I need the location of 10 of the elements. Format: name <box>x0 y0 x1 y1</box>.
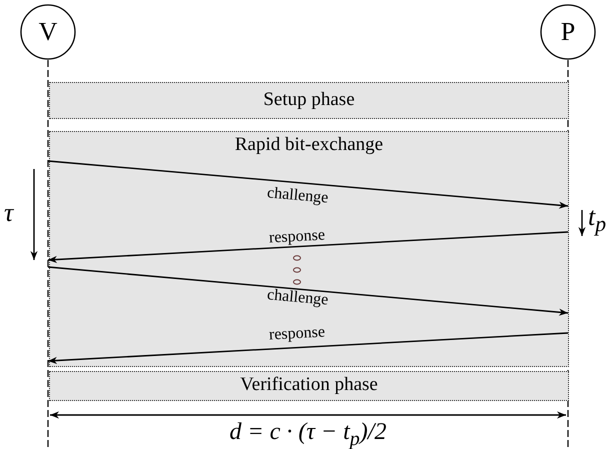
distance-formula: d = c · (τ − t$_{p}$)/2 <box>230 420 386 449</box>
message-arrow <box>48 266 568 316</box>
phase-band: Setup phase <box>49 82 569 119</box>
phase-band: Verification phase <box>49 371 569 401</box>
time-label: t$_{p}$ <box>588 204 606 236</box>
message-arrow <box>48 231 568 264</box>
message-arrow <box>48 160 568 209</box>
message-arrow <box>48 332 568 364</box>
time-label: τ <box>4 200 14 226</box>
participant-lifeline: V <box>20 4 76 449</box>
